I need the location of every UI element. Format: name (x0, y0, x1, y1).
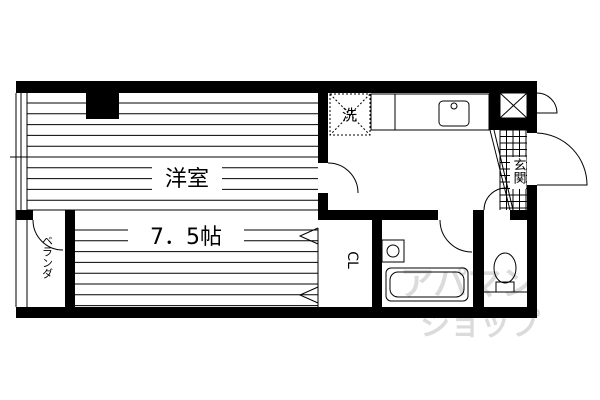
meter-box (499, 92, 528, 119)
windows (10, 93, 319, 307)
doors (32, 92, 588, 253)
washer-space (329, 93, 371, 136)
toilet (493, 252, 517, 284)
washer-label: 洗 (342, 106, 357, 124)
western-room-label: 洋室 (165, 167, 209, 192)
walls (16, 81, 537, 318)
counter (370, 93, 490, 131)
room-size-label: 7．5帖 (150, 225, 222, 250)
balcony-label: ベランダ (41, 235, 54, 279)
sink (438, 100, 470, 127)
closet-label: CL (344, 251, 360, 269)
bathtub (385, 267, 469, 302)
watermark-logo: アパマン ショップ (400, 264, 541, 343)
entrance-label: 玄関 (511, 158, 527, 185)
kitchen (329, 92, 528, 136)
bath-fixtures (381, 239, 527, 302)
pillar (86, 93, 119, 119)
